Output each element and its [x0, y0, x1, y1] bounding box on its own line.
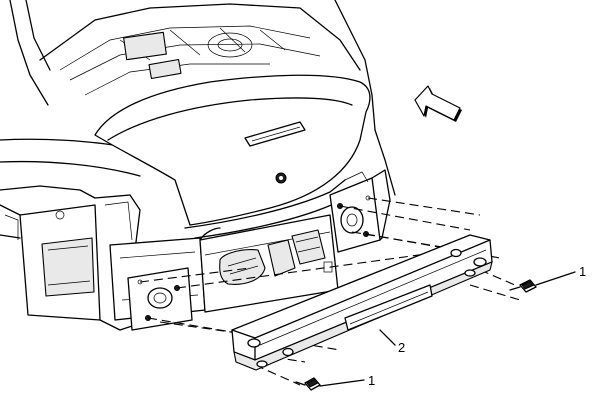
bolt-top [509, 279, 537, 293]
callout-bolt-top: 1 [579, 264, 586, 279]
forward-arrow-icon [414, 85, 462, 122]
bolt-bottom [295, 377, 321, 391]
vehicle-body [0, 0, 396, 331]
callout-bolt-bottom: 1 [368, 373, 375, 388]
leader-lines [319, 271, 576, 387]
callout-impact-bar: 2 [398, 340, 405, 355]
impact-bar [231, 234, 493, 371]
